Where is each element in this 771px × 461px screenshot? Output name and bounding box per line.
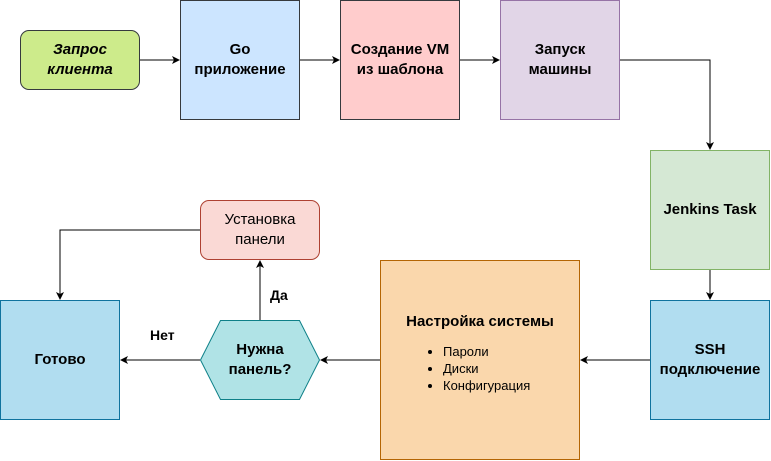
- node-ssh-connection: SSH подключение: [650, 300, 770, 420]
- node-client-request: Запрос клиента: [20, 30, 140, 90]
- node-jenkins-task: Jenkins Task: [650, 150, 770, 270]
- node-label: Готово: [34, 351, 86, 368]
- node-label: приложение: [194, 61, 286, 78]
- node-create-vm: Создание VM из шаблона: [340, 0, 460, 120]
- settings-list: Пароли Диски Конфигурация: [423, 343, 530, 394]
- node-label: Нужна: [236, 341, 284, 358]
- node-label: Создание VM: [350, 41, 450, 58]
- node-done: Готово: [0, 300, 120, 420]
- edge-start-to-jenkins: [620, 59, 714, 150]
- node-label: из шаблона: [356, 61, 444, 78]
- node-need-panel-shape: [200, 320, 320, 400]
- node-install-panel: Установка панели: [200, 200, 320, 260]
- node-label: подключение: [659, 361, 761, 378]
- edge-label-no: Нет: [150, 327, 175, 343]
- node-label: клиента: [47, 61, 113, 78]
- node-label: панели: [235, 231, 285, 248]
- node-label: Установка: [224, 211, 296, 228]
- node-label: Jenkins Task: [663, 201, 757, 218]
- node-system-settings: Настройка системы Пароли Диски Конфигура…: [380, 260, 580, 460]
- list-item: Диски: [443, 360, 530, 377]
- edge-install-to-done: [56, 229, 200, 300]
- node-label: панель?: [228, 361, 292, 378]
- node-label: Настройка системы: [406, 313, 554, 330]
- node-label: Запуск: [534, 41, 586, 58]
- list-item: Пароли: [443, 343, 530, 360]
- node-label: SSH: [694, 341, 726, 358]
- node-go-app: Go приложение: [180, 0, 300, 120]
- edge-label-yes: Да: [270, 287, 288, 303]
- list-item: Конфигурация: [443, 377, 530, 394]
- node-label: Запрос: [53, 41, 107, 58]
- node-need-panel: Нужна панель?: [200, 320, 320, 400]
- node-start-machine: Запуск машины: [500, 0, 620, 120]
- node-label: Go: [229, 41, 251, 58]
- node-label: машины: [528, 61, 592, 78]
